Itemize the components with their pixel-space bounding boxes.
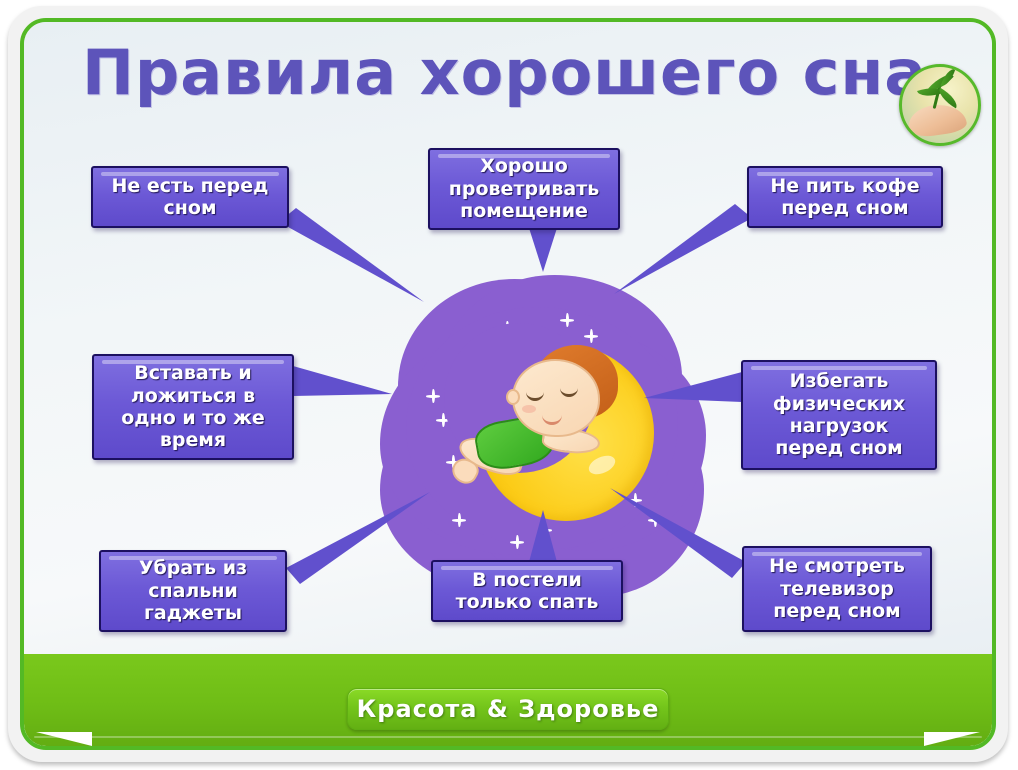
- star-icon: [446, 455, 460, 469]
- brand-banner-label: Красота & Здоровье: [356, 695, 660, 723]
- baby-mouth: [542, 413, 562, 425]
- tail-top-left: [279, 208, 424, 302]
- star-icon: [436, 413, 450, 427]
- banner-notch-right: [924, 732, 980, 746]
- baby-cheek: [522, 405, 536, 413]
- star-icon: [426, 389, 440, 403]
- brand-banner[interactable]: Красота & Здоровье: [347, 688, 669, 730]
- baby-eye: [560, 385, 578, 397]
- star-icon: [648, 513, 662, 527]
- star-icon: [538, 523, 552, 537]
- sleeping-baby-figure: [447, 345, 640, 505]
- baby-eye: [526, 389, 544, 401]
- hand-holding-leaves-icon: [899, 64, 981, 146]
- star-icon: [584, 329, 598, 343]
- page-title: Правила хорошего сна: [82, 36, 928, 109]
- baby-head: [512, 359, 600, 437]
- banner-notch-left: [36, 732, 92, 746]
- tail-middle-left: [293, 366, 392, 396]
- tail-top-center: [529, 228, 557, 272]
- logo-hand-shape: [906, 101, 968, 139]
- star-icon: [452, 513, 466, 527]
- baby-ear: [506, 389, 520, 405]
- logo-leaf: [940, 67, 956, 89]
- star-icon: [560, 313, 574, 327]
- baby-sleeping-on-moon-illustration: [392, 297, 692, 559]
- tail-top-right: [614, 204, 752, 294]
- poster-green-frame: Правила хорошего сна: [20, 18, 996, 750]
- star-icon: [510, 535, 524, 549]
- poster-canvas: Правила хорошего сна: [24, 22, 992, 654]
